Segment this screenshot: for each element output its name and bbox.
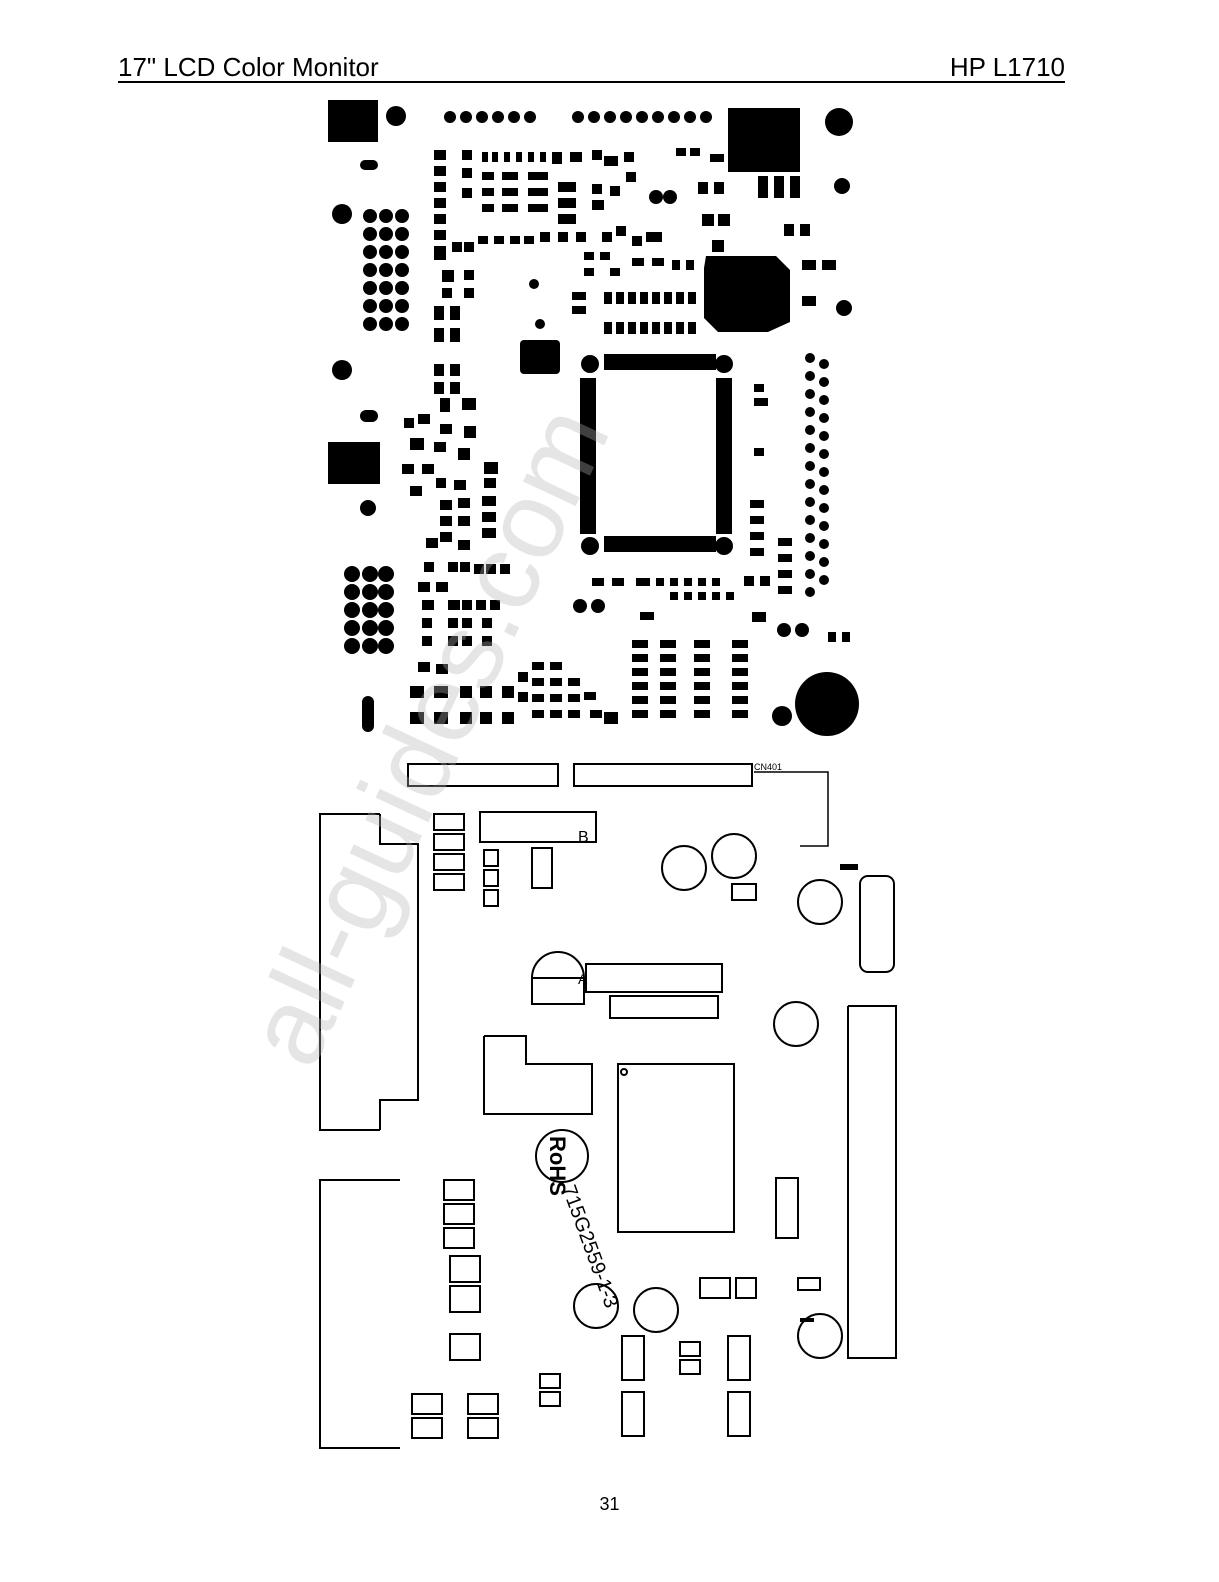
regulator-pad (704, 256, 790, 332)
pad-round-large (795, 672, 859, 736)
pad-grid-left-lower (344, 566, 394, 654)
connector-outline-right (848, 1006, 896, 1358)
pad-round (825, 108, 853, 136)
marker-b: B (578, 829, 589, 846)
pad-oval (360, 410, 378, 422)
pad-round (836, 300, 852, 316)
model-title: HP L1710 (950, 52, 1065, 83)
pad-block (328, 100, 378, 142)
pad-round (360, 500, 376, 516)
main-ic-outline (618, 1064, 734, 1232)
pad-round (332, 204, 352, 224)
connector-outline (574, 764, 752, 786)
pad-oval (360, 160, 378, 170)
pcb-top-pad-layout (314, 92, 874, 742)
document-title: 17" LCD Color Monitor (118, 52, 379, 83)
pad-round (332, 360, 352, 380)
page-number: 31 (0, 1494, 1219, 1515)
pad-row-top (444, 111, 712, 123)
pad-block (520, 340, 560, 374)
pad-column-right (805, 353, 829, 597)
pad-round (386, 106, 406, 126)
pad-block (328, 442, 380, 484)
marker-a: A (578, 971, 588, 987)
part-number: 715G2559-1-3 (557, 1182, 622, 1311)
pad-round (772, 706, 792, 726)
pad-block (728, 108, 800, 172)
connector-label-cn401: CN401 (754, 762, 782, 772)
header-rule (118, 81, 1065, 83)
pad-grid-left-upper (363, 209, 409, 331)
connector-outline-left-lower (320, 1180, 400, 1448)
pad-round (834, 178, 850, 194)
